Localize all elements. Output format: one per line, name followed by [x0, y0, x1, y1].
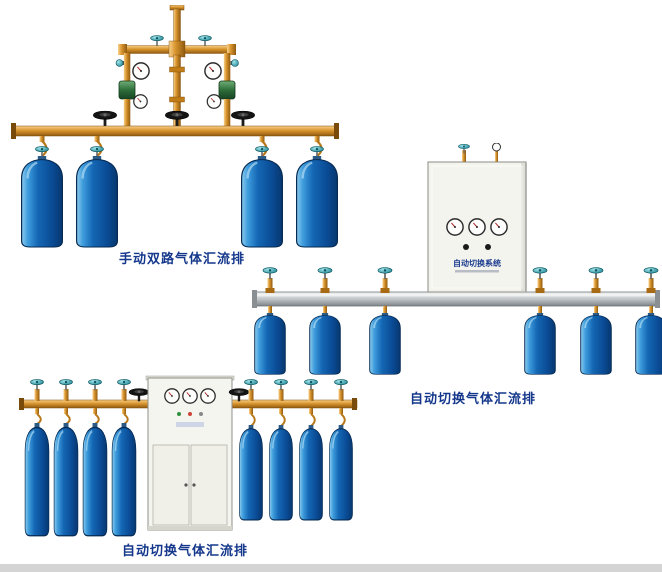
- manual-dual-manifold-figure: [11, 5, 339, 248]
- gas-cylinder: [52, 423, 80, 537]
- cylinder-station: [523, 267, 557, 375]
- gas-cylinder: [253, 313, 287, 375]
- cylinder-valve-icon: [317, 267, 333, 280]
- gas-cylinder: [110, 423, 138, 537]
- cylinder-valve-icon: [274, 379, 288, 391]
- gas-cylinder: [634, 313, 662, 375]
- gas-cylinder: [328, 425, 354, 521]
- cylinder-station: [295, 136, 339, 248]
- cylinder-station: [579, 267, 613, 375]
- cabinet-door-right: [190, 444, 228, 526]
- cylinder-station: [328, 379, 354, 521]
- pressure-gauge-icon: [492, 143, 501, 152]
- gas-cylinder: [81, 423, 109, 537]
- caption-auto-switch-right: 自动切换气体汇流排: [409, 391, 536, 406]
- pressure-gauge-icon: [164, 388, 180, 404]
- indicator-light: [199, 412, 203, 416]
- cylinder-station: [23, 379, 51, 537]
- pressure-gauge-icon: [468, 218, 486, 236]
- pressure-gauge-icon: [446, 218, 464, 236]
- gas-cylinder: [238, 425, 264, 521]
- door-handle: [184, 483, 188, 487]
- gas-cylinder: [308, 313, 342, 375]
- valve-handwheel-icon: [458, 143, 470, 154]
- valve-handwheel-icon: [198, 35, 212, 47]
- cylinder-station: [253, 267, 287, 375]
- cylinder-valve-icon: [244, 379, 258, 391]
- gas-cylinder: [298, 425, 324, 521]
- cylinder-station: [81, 379, 109, 537]
- valve-handwheel-icon: [150, 35, 164, 47]
- pressure-regulator-right: [204, 53, 239, 127]
- indicator-light: [177, 412, 181, 416]
- pressure-gauge-icon: [204, 62, 222, 80]
- black-valve-handwheel-icon: [128, 388, 150, 402]
- cylinder-station: [20, 136, 64, 248]
- cabinet-label: 自动切换系统: [453, 258, 501, 268]
- cabinet-sublabel-line: [455, 270, 499, 273]
- indicator-light: [188, 412, 192, 416]
- cylinder-station: [634, 267, 662, 375]
- cylinder-valve-icon: [304, 379, 318, 391]
- cylinder-station: [298, 379, 324, 521]
- control-cabinet: 自动切换系统: [427, 143, 527, 293]
- cylinder-valve-icon: [377, 267, 393, 280]
- pressure-gauge-icon: [206, 94, 222, 109]
- cylinder-station: [52, 379, 80, 537]
- manifold-pipe: [11, 123, 339, 139]
- gas-cylinder: [268, 425, 294, 521]
- cylinder-station: [238, 379, 264, 521]
- caption-manual-dual-manifold: 手动双路气体汇流排: [118, 251, 245, 266]
- pressure-gauge-icon: [490, 218, 508, 236]
- bottom-border: [0, 564, 662, 572]
- control-cabinet: [145, 375, 235, 531]
- pressure-gauge-icon: [133, 94, 148, 109]
- cylinder-station: [240, 136, 284, 248]
- gas-cylinder: [75, 156, 119, 248]
- gas-cylinder: [20, 156, 64, 248]
- auto-switch-manifold-right-figure: 自动切换系统: [252, 143, 662, 375]
- gas-cylinder: [579, 313, 613, 375]
- cylinder-valve-icon: [588, 267, 604, 280]
- cylinder-valve-icon: [262, 267, 278, 280]
- gas-cylinder: [368, 313, 402, 375]
- cylinder-valve-icon: [88, 379, 102, 391]
- pressure-gauge-icon: [200, 388, 216, 404]
- auto-switch-manifold-bottom-figure: [19, 375, 358, 537]
- cylinder-station: [368, 267, 402, 375]
- cylinder-valve-icon: [532, 267, 548, 280]
- black-valve-handwheel-icon: [92, 110, 118, 127]
- cylinder-valve-icon: [59, 379, 73, 391]
- control-knob: [485, 244, 491, 250]
- cylinder-valve-icon: [30, 379, 44, 391]
- cylinder-station: [110, 379, 138, 537]
- cabinet-door-left: [152, 444, 190, 526]
- cylinder-valve-icon: [643, 267, 659, 280]
- cylinder-valve-icon: [117, 379, 131, 391]
- pressure-gauge-icon: [182, 388, 198, 404]
- pressure-gauge-icon: [132, 62, 150, 80]
- gas-cylinder: [23, 423, 51, 537]
- caption-auto-switch-bottom: 自动切换气体汇流排: [121, 543, 248, 558]
- door-handle: [192, 483, 196, 487]
- gas-cylinder: [523, 313, 557, 375]
- cylinder-station: [308, 267, 342, 375]
- cylinder-valve-icon: [334, 379, 348, 391]
- control-knob: [463, 244, 469, 250]
- black-valve-handwheel-icon: [230, 110, 256, 127]
- cabinet-label-plate: [176, 422, 204, 427]
- black-valve-handwheel-icon: [164, 110, 190, 127]
- cylinder-station: [75, 136, 119, 248]
- cylinder-station: [268, 379, 294, 521]
- pressure-regulator-left: [115, 53, 150, 127]
- top-supply-pipe: [118, 5, 236, 58]
